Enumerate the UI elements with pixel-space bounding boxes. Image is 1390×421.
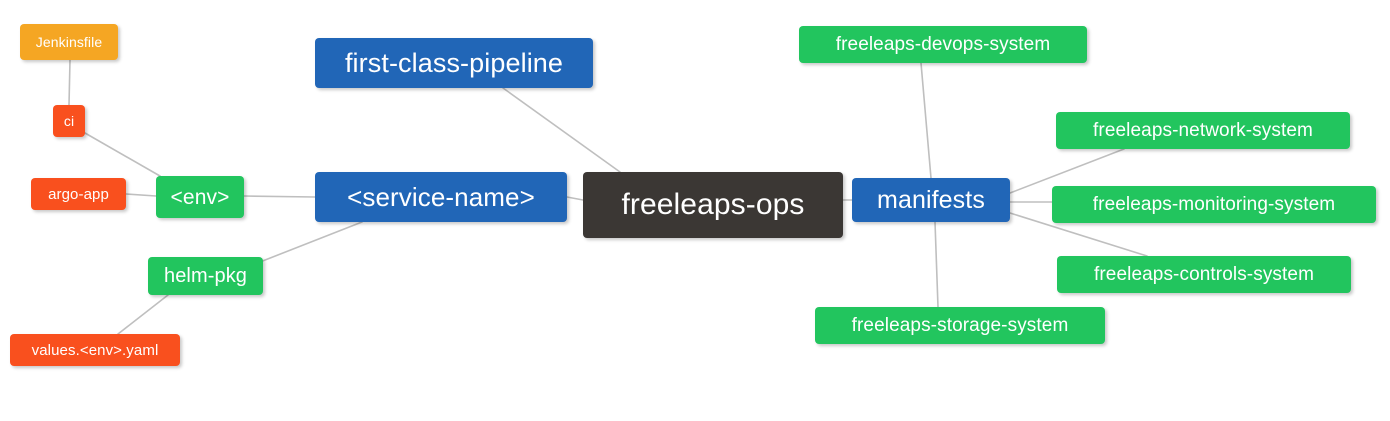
node-label-first-class-pipeline: first-class-pipeline: [344, 47, 564, 78]
edge-service-name-ops: [566, 196, 584, 201]
edge-manifests-storage: [934, 221, 939, 308]
node-label-freeleaps-ops: freeleaps-ops: [621, 188, 805, 221]
edge-env-service-name: [243, 195, 316, 198]
node-label-values-env-yaml: values.<env>.yaml: [31, 341, 159, 359]
node-label-freeleaps-devops-system: freeleaps-devops-system: [835, 34, 1051, 55]
node-label-helm-pkg: helm-pkg: [163, 265, 248, 287]
node-label-argo-app: argo-app: [48, 185, 109, 203]
node-label-freeleaps-network-system: freeleaps-network-system: [1093, 120, 1313, 141]
node-freeleaps-ops[interactable]: freeleaps-ops: [583, 172, 843, 238]
node-freeleaps-devops-system[interactable]: freeleaps-devops-system: [799, 26, 1087, 63]
node-values-env-yaml[interactable]: values.<env>.yaml: [10, 334, 180, 366]
node-helm-pkg[interactable]: helm-pkg: [148, 257, 263, 295]
edge-values-helm-pkg: [117, 294, 169, 335]
edge-helm-pkg-service-name: [259, 221, 363, 263]
node-label-manifests: manifests: [877, 185, 985, 214]
node-freeleaps-monitoring-system[interactable]: freeleaps-monitoring-system: [1052, 186, 1376, 223]
node-label-ci: ci: [63, 113, 75, 129]
node-label-service-name: <service-name>: [347, 182, 535, 212]
node-freeleaps-storage-system[interactable]: freeleaps-storage-system: [815, 307, 1105, 344]
edge-first-class-pipeline-ops: [502, 87, 621, 173]
node-label-freeleaps-controls-system: freeleaps-controls-system: [1093, 264, 1315, 285]
node-label-env: <env>: [170, 185, 230, 209]
edge-jenkinsfile-ci: [68, 59, 71, 106]
node-ci[interactable]: ci: [53, 105, 85, 137]
node-first-class-pipeline[interactable]: first-class-pipeline: [315, 38, 593, 88]
node-freeleaps-controls-system[interactable]: freeleaps-controls-system: [1057, 256, 1351, 293]
node-freeleaps-network-system[interactable]: freeleaps-network-system: [1056, 112, 1350, 149]
node-service-name[interactable]: <service-name>: [315, 172, 567, 222]
node-jenkinsfile[interactable]: Jenkinsfile: [20, 24, 118, 60]
node-manifests[interactable]: manifests: [852, 178, 1010, 222]
node-label-freeleaps-monitoring-system: freeleaps-monitoring-system: [1092, 194, 1336, 215]
node-argo-app[interactable]: argo-app: [31, 178, 126, 210]
edge-manifests-devops: [920, 62, 932, 179]
edge-ci-env: [84, 132, 161, 177]
edge-argo-app-env: [125, 193, 157, 197]
node-label-freeleaps-storage-system: freeleaps-storage-system: [851, 315, 1069, 336]
node-env[interactable]: <env>: [156, 176, 244, 218]
node-label-jenkinsfile: Jenkinsfile: [35, 34, 103, 50]
